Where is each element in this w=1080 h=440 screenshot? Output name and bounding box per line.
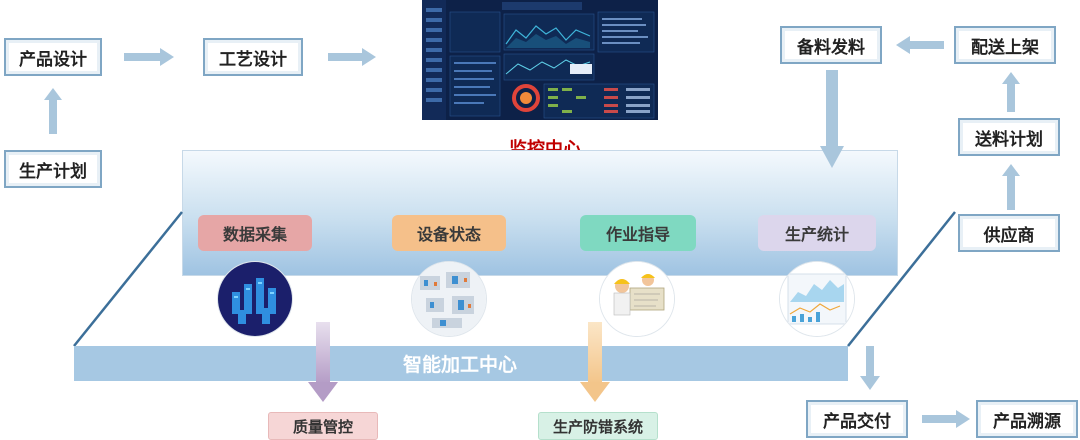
- arrow-right-icon: [922, 410, 970, 428]
- box-feeding-plan: 送料计划: [958, 118, 1060, 156]
- arrow-up-icon: [44, 88, 62, 134]
- platform-bar: [74, 346, 848, 381]
- factory-layout-image: [412, 262, 486, 336]
- box-product-trace: 产品溯源: [976, 400, 1078, 438]
- dashboard-screenshot-image: [422, 0, 658, 120]
- statistics-screen-image: [780, 262, 854, 336]
- box-production-plan: 生产计划: [4, 150, 102, 188]
- arrow-left-icon: [896, 36, 944, 54]
- arrow-right-icon: [124, 48, 174, 66]
- module-data-collection: 数据采集: [198, 215, 312, 251]
- box-product-delivery: 产品交付: [806, 400, 908, 438]
- module-device-status: 设备状态: [392, 215, 506, 251]
- module-work-guide: 作业指导: [580, 215, 696, 251]
- quality-control-box: 质量管控: [268, 412, 378, 440]
- data-center-image: [218, 262, 292, 336]
- box-delivery-shelf: 配送上架: [954, 26, 1056, 64]
- arrow-down-icon: [580, 322, 610, 402]
- arrow-down-icon: [820, 70, 844, 168]
- engineers-image: [600, 262, 674, 336]
- error-proof-box: 生产防错系统: [538, 412, 658, 440]
- arrow-up-icon: [1002, 164, 1020, 210]
- arrow-right-icon: [328, 48, 376, 66]
- box-material-issue: 备料发料: [780, 26, 882, 64]
- platform-title: 智能加工中心: [402, 354, 517, 376]
- module-production-stats: 生产统计: [758, 215, 876, 251]
- box-process-design: 工艺设计: [203, 38, 303, 76]
- monitor-panel: [182, 150, 898, 276]
- arrow-down-icon: [308, 322, 338, 402]
- box-supplier: 供应商: [958, 214, 1060, 252]
- box-product-design: 产品设计: [4, 38, 102, 76]
- arrow-down-icon: [860, 346, 880, 390]
- arrow-up-icon: [1002, 72, 1020, 112]
